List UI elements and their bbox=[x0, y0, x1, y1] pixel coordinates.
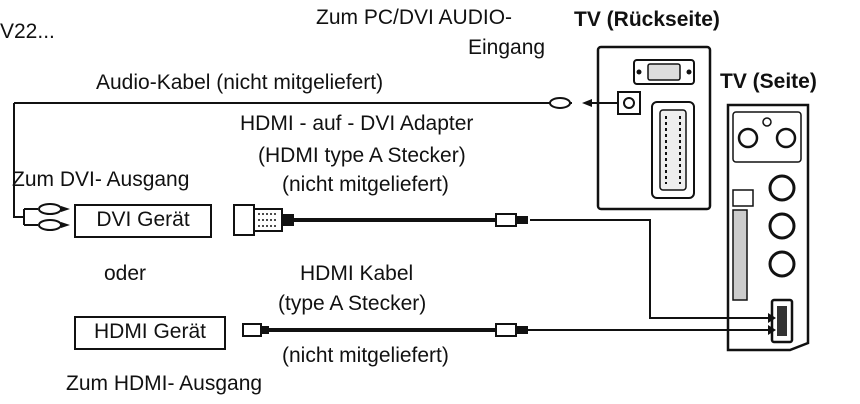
hdmi-cable-label-3: (nicht mitgeliefert) bbox=[282, 344, 449, 367]
dvi-output-label: Zum DVI- Ausgang bbox=[12, 168, 190, 191]
tv-back-label: TV (Rückseite) bbox=[574, 8, 720, 31]
adapter-label-2: (HDMI type A Stecker) bbox=[258, 144, 466, 167]
hdmi-output-label: Zum HDMI- Ausgang bbox=[66, 372, 263, 395]
header-fragment: V22... bbox=[0, 20, 55, 43]
hdmi-cable-label-2: (type A Stecker) bbox=[278, 292, 427, 315]
tv-side-label: TV (Seite) bbox=[720, 70, 817, 93]
hdmi-dvi-adapter-cable bbox=[233, 204, 776, 323]
audio-cable bbox=[13, 97, 618, 231]
hdmi-cable-label-1: HDMI Kabel bbox=[300, 262, 414, 285]
tv-back-panel bbox=[596, 45, 712, 211]
pc-audio-input-label-1: Zum PC/DVI AUDIO- bbox=[316, 6, 513, 29]
hdmi-device-box: HDMI Gerät bbox=[74, 316, 226, 350]
audio-cable-label: Audio-Kabel (nicht mitgeliefert) bbox=[96, 71, 384, 94]
adapter-label-1: HDMI - auf - DVI Adapter bbox=[240, 112, 474, 135]
or-label: oder bbox=[104, 262, 147, 285]
hdmi-cable bbox=[242, 323, 776, 337]
tv-side-panel bbox=[726, 103, 810, 352]
adapter-label-3: (nicht mitgeliefert) bbox=[282, 173, 449, 196]
pc-audio-input-label-2: Eingang bbox=[468, 36, 546, 59]
dvi-device-box: DVI Gerät bbox=[74, 204, 212, 238]
